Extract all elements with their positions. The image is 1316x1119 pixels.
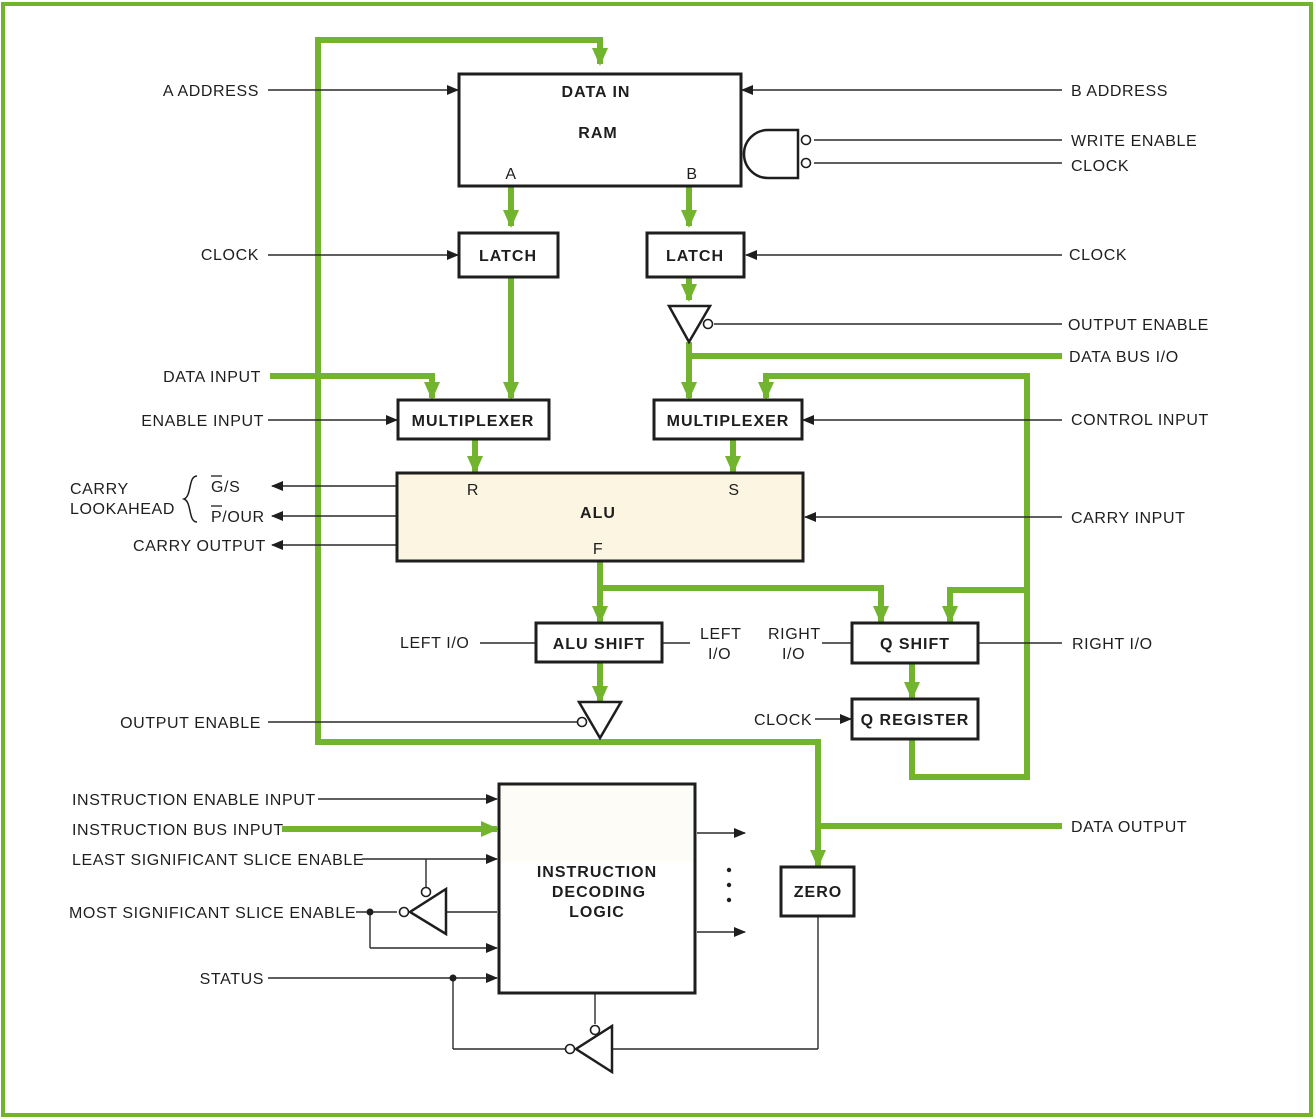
multiplexer-r-block: MULTIPLEXER [396,398,551,441]
p-our-label: P/OUR [211,509,265,526]
data-input-label: DATA INPUT [163,369,261,386]
latch-a-label: LATCH [479,248,537,265]
alu-shift-block: ALU SHIFT [534,621,664,664]
left-io-outer-label: LEFT I/O [400,635,469,652]
ram-data-in-label: DATA IN [562,84,631,101]
bus-ram-data-in [315,37,608,745]
signal-labels: A ADDRESS B ADDRESS WRITE ENABLE CLOCK C… [69,83,1209,988]
data-bus-io-label: DATA BUS I/O [1069,349,1179,366]
bus-data-input [270,373,440,400]
data-buses [270,37,1062,868]
carry-input-label: CARRY INPUT [1071,510,1185,527]
clock-latch-b-label: CLOCK [1069,247,1127,264]
right-io-inner-label-line1: RIGHT [768,626,821,643]
bus-f-to-qshift [600,585,889,624]
decoder-label-line3: LOGIC [569,904,625,921]
multiplexer-s-label: MULTIPLEXER [667,413,790,430]
output-enable-top-label: OUTPUT ENABLE [1068,317,1209,334]
multiplexer-s-block: MULTIPLEXER [652,398,804,441]
ram-port-a-label: A [505,166,516,183]
ram-label: RAM [578,125,617,142]
left-io-inner-label-line1: LEFT [700,626,742,643]
clock-latch-a-label: CLOCK [201,247,259,264]
left-io-inner-label-line2: I/O [708,646,731,663]
ram-block: DATA IN RAM A B [457,72,743,188]
alu-port-s-label: S [728,482,739,499]
q-shift-label: Q SHIFT [880,636,950,653]
status-label: STATUS [200,971,264,988]
latch-b-label: LATCH [666,248,724,265]
instruction-bus-input-label: INSTRUCTION BUS INPUT [72,822,284,839]
least-significant-slice-enable-label: LEAST SIGNIFICANT SLICE ENABLE [72,852,364,869]
control-input-label: CONTROL INPUT [1071,412,1209,429]
bus-q-to-qshift [942,587,1027,624]
g-s-label: G/S [211,479,240,496]
carry-lookahead-label-line2: LOOKAHEAD [70,501,175,518]
carry-lookahead-brace [181,475,198,523]
zero-label: ZERO [794,884,842,901]
output-enable-buffer-bottom [576,700,624,741]
signal-lines [268,85,1062,1050]
b-address-label: B ADDRESS [1071,83,1168,100]
zero-block: ZERO [779,865,856,918]
alu-port-r-label: R [467,482,479,499]
write-enable-label: WRITE ENABLE [1071,133,1197,150]
alu-shift-label: ALU SHIFT [553,636,646,653]
clock-q-label: CLOCK [754,712,812,729]
status-buffer [564,1023,614,1075]
output-enable-bottom-label: OUTPUT ENABLE [120,715,261,732]
instruction-decoding-block: INSTRUCTION DECODING LOGIC [497,782,697,995]
right-io-outer-label: RIGHT I/O [1072,636,1153,653]
multiplexer-r-label: MULTIPLEXER [412,413,535,430]
q-register-label: Q REGISTER [861,712,970,729]
decoder-label-line1: INSTRUCTION [537,864,657,881]
latch-b-block: LATCH [645,231,746,279]
ram-port-b-label: B [686,166,697,183]
alu-port-f-label: F [593,541,603,558]
alu-block: R S ALU F [395,471,805,563]
write-enable-and-gate [742,128,812,180]
right-io-inner-label-line2: I/O [782,646,805,663]
most-significant-slice-enable-label: MOST SIGNIFICANT SLICE ENABLE [69,905,356,922]
decoder-label-line2: DECODING [552,884,646,901]
msse-buffer [398,886,448,937]
output-enable-buffer-top [666,304,714,345]
clock-ram-label: CLOCK [1071,158,1129,175]
instruction-enable-input-label: INSTRUCTION ENABLE INPUT [72,792,316,809]
data-output-label: DATA OUTPUT [1071,819,1187,836]
a-address-label: A ADDRESS [163,83,259,100]
q-register-block: Q REGISTER [850,697,980,741]
carry-output-label: CARRY OUTPUT [133,538,266,555]
bus-q-feedback [758,373,1030,780]
enable-input-label: ENABLE INPUT [141,413,264,430]
latch-a-block: LATCH [457,231,560,279]
alu-label: ALU [580,505,616,522]
carry-lookahead-label-line1: CARRY [70,481,129,498]
q-shift-block: Q SHIFT [850,621,980,665]
